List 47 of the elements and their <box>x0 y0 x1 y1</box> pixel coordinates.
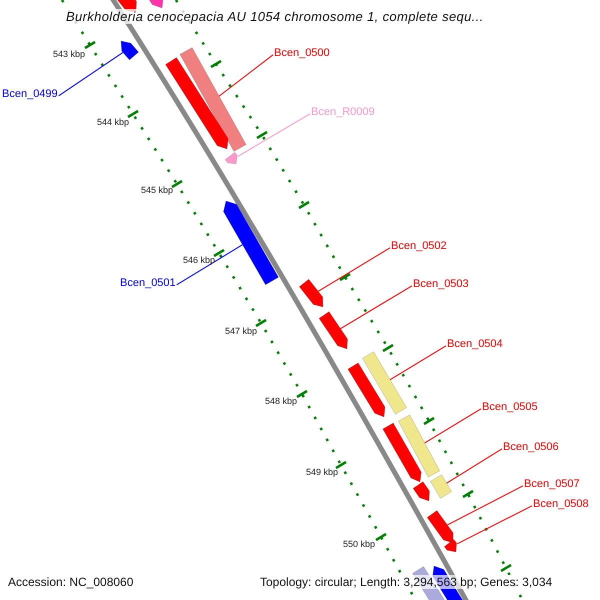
gene-block <box>298 278 324 308</box>
gene-label: Bcen_R0009 <box>311 106 375 118</box>
tick-label: 544 kbp <box>97 117 130 127</box>
gene-block <box>444 538 457 552</box>
gene-block <box>382 422 422 482</box>
tick-label: 546 kbp <box>183 255 216 265</box>
tick-label: 549 kbp <box>306 467 338 477</box>
gene-label: Bcen_0507 <box>524 478 580 490</box>
gene-label: Bcen_0501 <box>120 277 176 289</box>
gene-block <box>347 362 386 418</box>
gene-label: Bcen_0500 <box>274 47 330 59</box>
tick-label: 543 kbp <box>53 49 86 59</box>
gene-label: Bcen_0502 <box>391 240 447 252</box>
leader-line <box>446 485 524 526</box>
gene-block <box>318 311 348 350</box>
map-info-text: Accession: NC_008060 <box>8 575 134 589</box>
gene-block <box>120 40 139 60</box>
tick-label: 547 kbp <box>225 326 258 336</box>
gene-block <box>412 481 430 502</box>
gene-block <box>223 200 279 286</box>
gene-block <box>398 414 440 478</box>
map-info-text: Topology: circular; Length: 3,294,563 bp; Genes: 3,034 <box>260 575 552 589</box>
leader-line <box>390 345 446 380</box>
leader-line <box>218 54 274 97</box>
leader-line <box>340 285 412 330</box>
gene-label: Bcen_0505 <box>482 401 538 413</box>
gene-label: Bcen_0508 <box>533 498 589 510</box>
map-title: Burkholderia cenocepacia AU 1054 chromosome 1, complete sequ... <box>66 9 484 24</box>
gene-block <box>426 510 454 544</box>
leader-line <box>456 505 532 544</box>
tick-label: 548 kbp <box>265 396 298 406</box>
gene-label: Bcen_0503 <box>413 278 469 290</box>
leader-line <box>318 247 390 292</box>
gene-label: Bcen_0504 <box>447 338 503 350</box>
gene-block <box>362 351 408 415</box>
tick-label: 550 kbp <box>343 539 376 549</box>
gene-label: Bcen_0499 <box>2 88 58 100</box>
leader-line <box>424 408 482 444</box>
leader-line <box>237 113 310 157</box>
leader-line <box>58 52 124 96</box>
leader-line <box>446 448 502 484</box>
gene-block <box>430 474 452 499</box>
gene-label: Bcen_0506 <box>503 441 559 453</box>
gene-block <box>179 47 247 152</box>
gene-block <box>165 57 228 150</box>
tick-label: 545 kbp <box>141 185 174 195</box>
leader-line <box>176 244 243 286</box>
